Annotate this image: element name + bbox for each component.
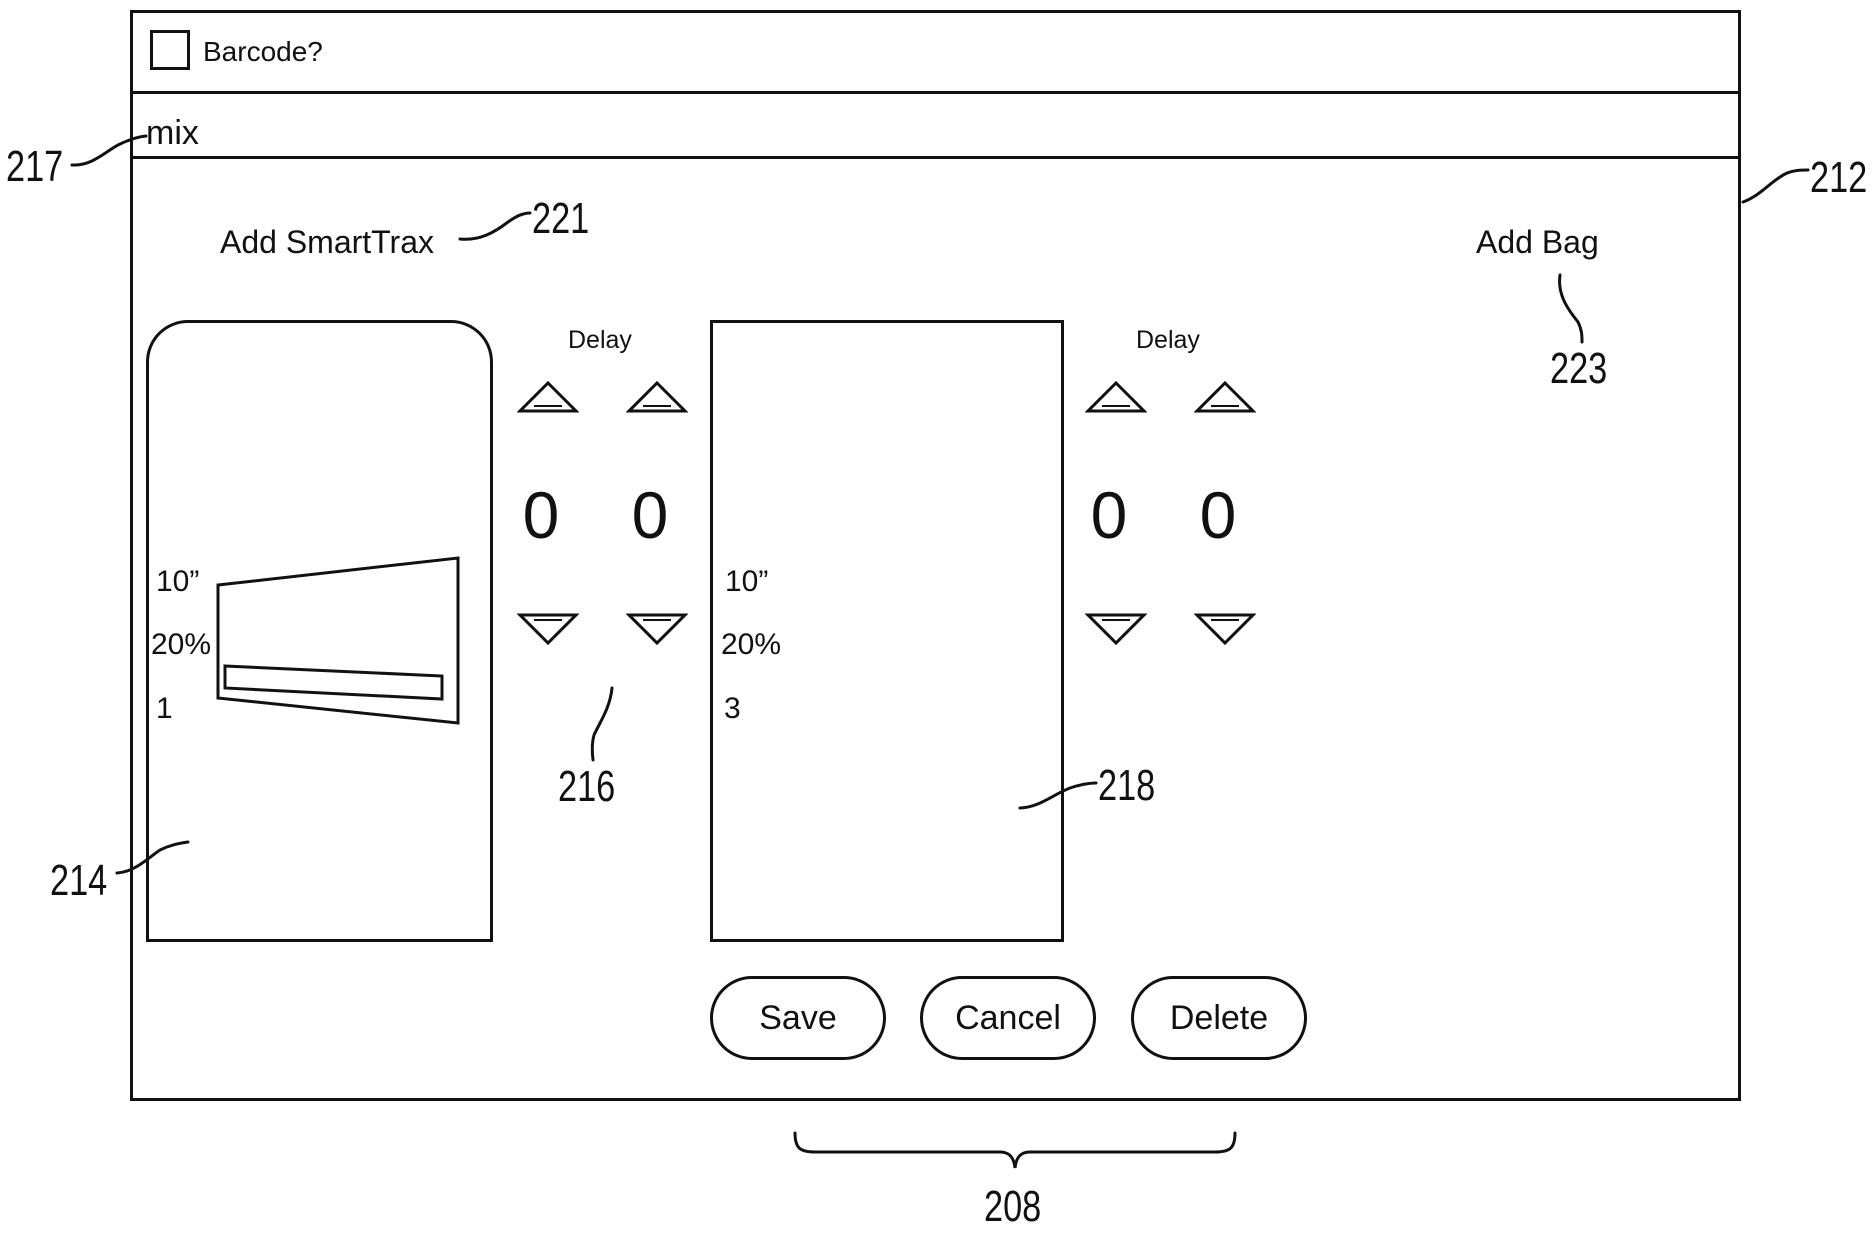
bag-icon [210,550,470,730]
leader-212 [1743,170,1808,202]
delay-2a-down-arrow-icon[interactable] [1085,612,1147,646]
delay-1b-value: 0 [620,482,680,548]
mix-divider [130,156,1741,159]
ref-numeral-217: 217 [6,145,63,189]
track-1-percent: 20% [151,630,211,660]
delay-1a-down-arrow-icon[interactable] [517,612,579,646]
delay-1a-value: 0 [511,482,571,548]
ref-numeral-218: 218 [1098,764,1155,808]
cancel-button[interactable]: Cancel [920,976,1096,1060]
save-button[interactable]: Save [710,976,886,1060]
delay-label-2: Delay [1136,328,1200,353]
barcode-checkbox[interactable] [150,30,190,70]
delete-button[interactable]: Delete [1131,976,1307,1060]
delay-1b-up-arrow-icon[interactable] [626,380,688,414]
delay-2b-value: 0 [1188,482,1248,548]
track-1-length: 10” [156,567,199,597]
delay-2a-up-arrow-icon[interactable] [1085,380,1147,414]
delay-2b-up-arrow-icon[interactable] [1194,380,1256,414]
ref-numeral-212: 212 [1810,156,1867,200]
delay-1b-down-arrow-icon[interactable] [626,612,688,646]
ref-numeral-214: 214 [50,859,107,903]
track-2-length: 10” [725,567,768,597]
ref-numeral-216: 216 [558,765,615,809]
delay-2a-value: 0 [1079,482,1139,548]
add-bag-link[interactable]: Add Bag [1476,226,1599,258]
delay-1a-up-arrow-icon[interactable] [517,380,579,414]
track-2-count: 3 [724,694,741,724]
ref-numeral-221: 221 [532,197,589,241]
brace-208 [795,1133,1235,1168]
header-divider [130,91,1741,94]
add-smarttrax-link[interactable]: Add SmartTrax [220,226,434,258]
track-2-percent: 20% [721,630,781,660]
track-1-count: 1 [156,694,173,724]
ref-numeral-223: 223 [1550,347,1607,391]
mix-label: mix [146,116,199,150]
barcode-label: Barcode? [203,38,323,66]
delay-2b-down-arrow-icon[interactable] [1194,612,1256,646]
delay-label-1: Delay [568,328,632,353]
ref-numeral-208: 208 [984,1185,1041,1229]
